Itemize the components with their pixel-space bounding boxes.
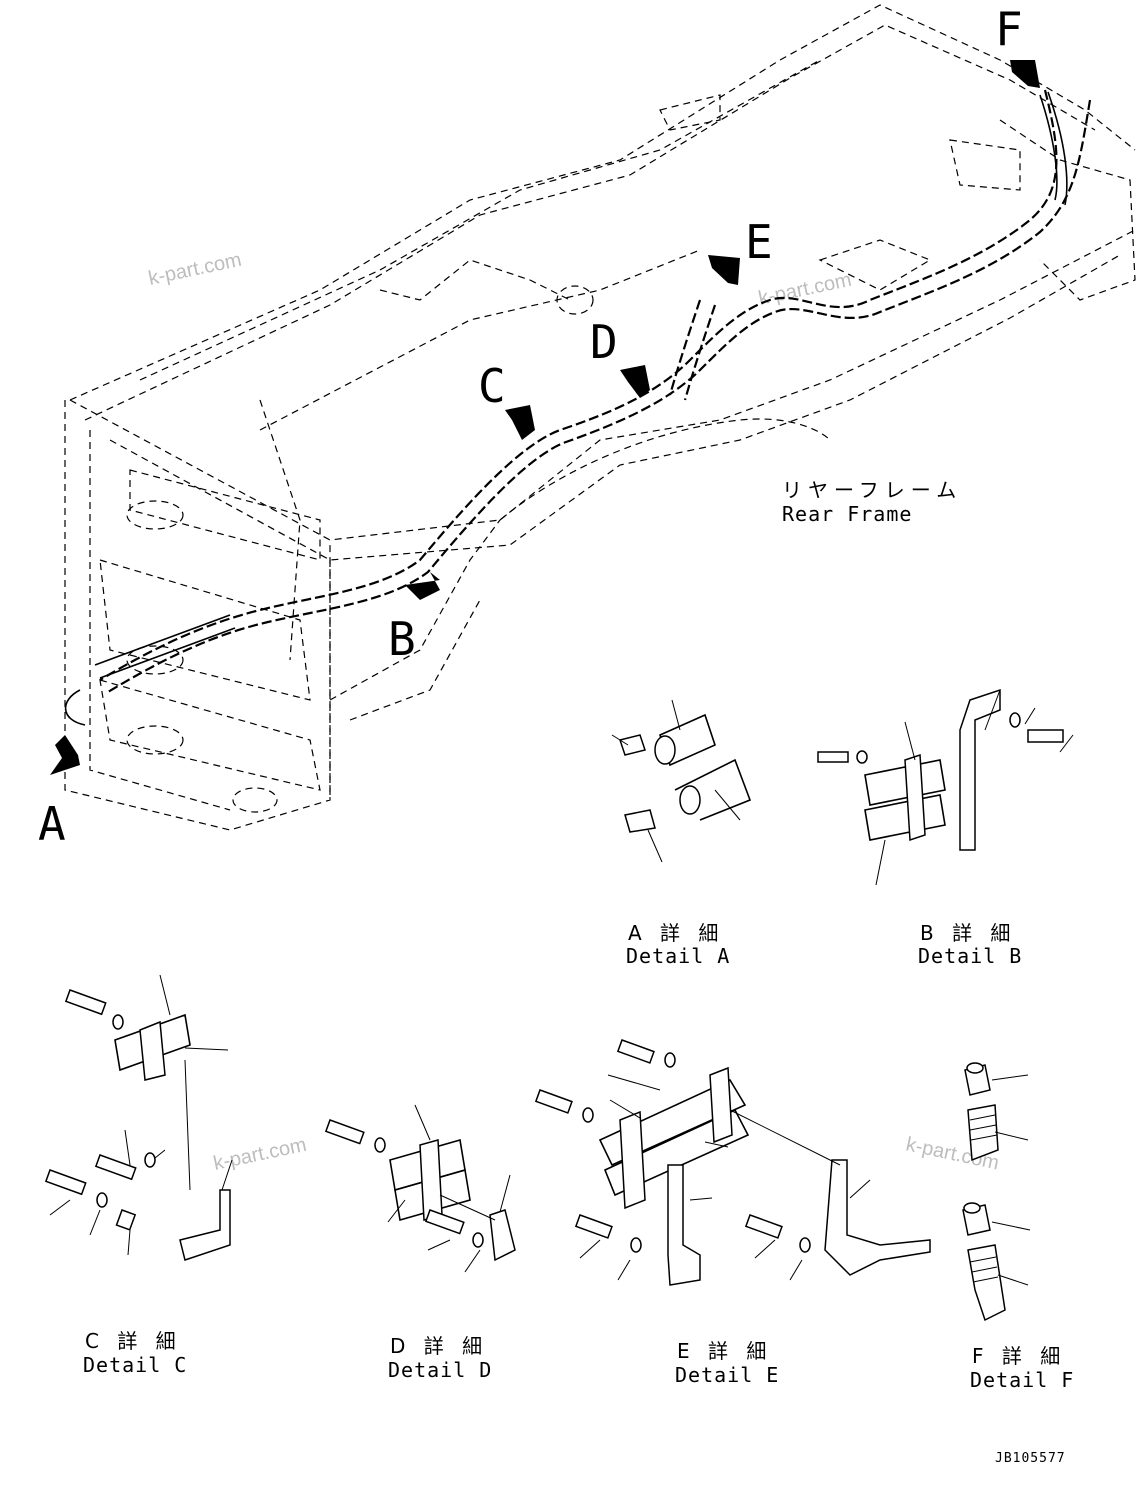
detail-f-caption-jp: F 詳 細	[972, 1344, 1066, 1368]
detail-d-drawing	[324, 1104, 516, 1273]
detail-d-caption-jp: D 詳 細	[390, 1334, 488, 1358]
drawing-code: JB105577	[995, 1451, 1066, 1466]
callout-c: C	[478, 359, 506, 413]
detail-b-caption-jp: B 詳 細	[920, 921, 1016, 945]
watermark: k-part.com	[211, 1134, 308, 1175]
rear-frame-label-jp: リヤーフレーム	[782, 478, 962, 502]
watermark: k-part.com	[756, 269, 853, 310]
arrow-d	[620, 365, 650, 398]
rear-frame-label-en: Rear Frame	[782, 502, 912, 526]
detail-c-caption-jp: C 詳 細	[85, 1329, 182, 1353]
detail-e-caption-en: Detail E	[675, 1363, 779, 1387]
detail-e-drawing	[534, 1039, 931, 1286]
arrow-b	[405, 572, 440, 600]
hydraulic-hose-run	[64, 89, 1092, 726]
callout-d: D	[590, 315, 618, 369]
callout-b: B	[388, 612, 416, 666]
detail-f-drawing	[962, 1062, 1031, 1322]
detail-b-drawing	[817, 688, 1074, 886]
arrow-c	[505, 405, 535, 440]
arrow-f	[1010, 60, 1040, 88]
callout-e: E	[745, 215, 773, 269]
detail-f-caption-en: Detail F	[970, 1368, 1074, 1392]
detail-a-caption-jp: A 詳 細	[628, 921, 724, 945]
detail-a-caption-en: Detail A	[626, 944, 730, 968]
watermark: k-part.com	[146, 249, 243, 290]
detail-c-drawing	[44, 974, 233, 1261]
detail-a-drawing	[611, 699, 752, 863]
detail-d-caption-en: Detail D	[388, 1358, 492, 1382]
callout-arrows	[50, 60, 1040, 775]
callout-f: F	[995, 2, 1023, 56]
rear-frame-outline	[64, 4, 1136, 831]
detail-c-caption-en: Detail C	[83, 1353, 187, 1377]
arrow-e	[708, 255, 740, 285]
arrow-a	[50, 735, 80, 775]
callout-a: A	[38, 797, 66, 851]
detail-b-caption-en: Detail B	[918, 944, 1022, 968]
detail-e-caption-jp: E 詳 細	[677, 1339, 772, 1363]
